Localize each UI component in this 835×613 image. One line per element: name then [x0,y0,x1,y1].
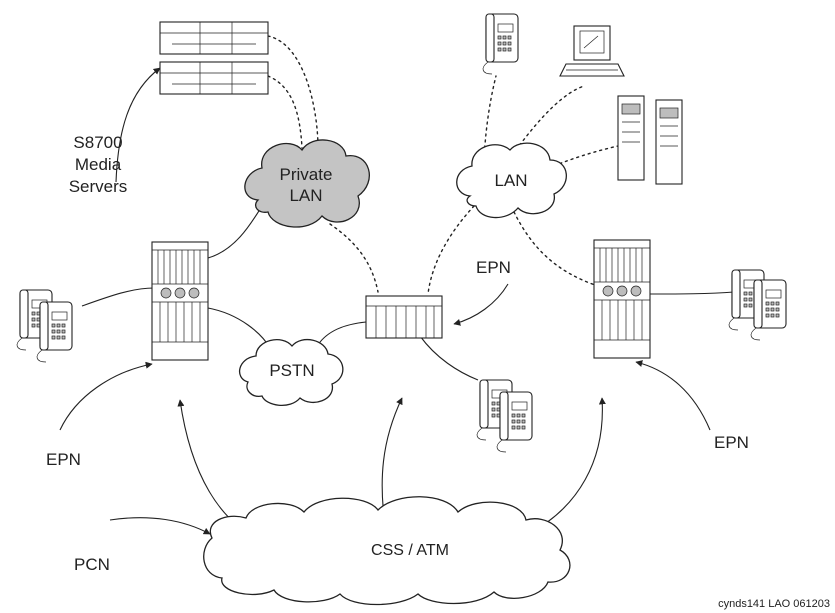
pcn-label: PCN [74,555,110,574]
epn-center-label: EPN [476,258,511,277]
pstn-cloud [238,338,344,406]
workstation-pc [559,25,625,77]
phones-right [728,269,787,341]
epn-left-label: EPN [46,450,81,469]
css-atm-label: CSS / ATM [371,542,449,559]
lan-label: LAN [494,171,527,190]
epn-right-label: EPN [714,433,749,452]
right-epn-cabinet [593,239,651,359]
private-lan-label-line1: Private [280,165,333,184]
phone-top [482,13,519,75]
pstn-label: PSTN [269,361,314,380]
servers-label-line3: Servers [69,177,128,196]
servers-label-line1: S8700 [73,133,122,152]
figure-id-footer: cynds141 LAO 061203 [718,598,830,610]
media-server-2 [159,61,269,95]
lan-server-1 [617,95,645,181]
private-lan-cloud [244,139,370,228]
center-epn-cabinet [365,295,443,339]
private-lan-label-line2: LAN [289,186,322,205]
connection-lines [81,35,735,381]
arrows [59,67,711,546]
phones-left [16,289,73,363]
servers-label-line2: Media [75,155,122,174]
lan-cloud [456,142,567,219]
phones-bottom-center [476,379,533,453]
css-atm-cloud [203,496,571,606]
media-server-1 [159,21,269,55]
left-epn-cabinet [151,241,209,361]
lan-server-2 [655,99,683,185]
